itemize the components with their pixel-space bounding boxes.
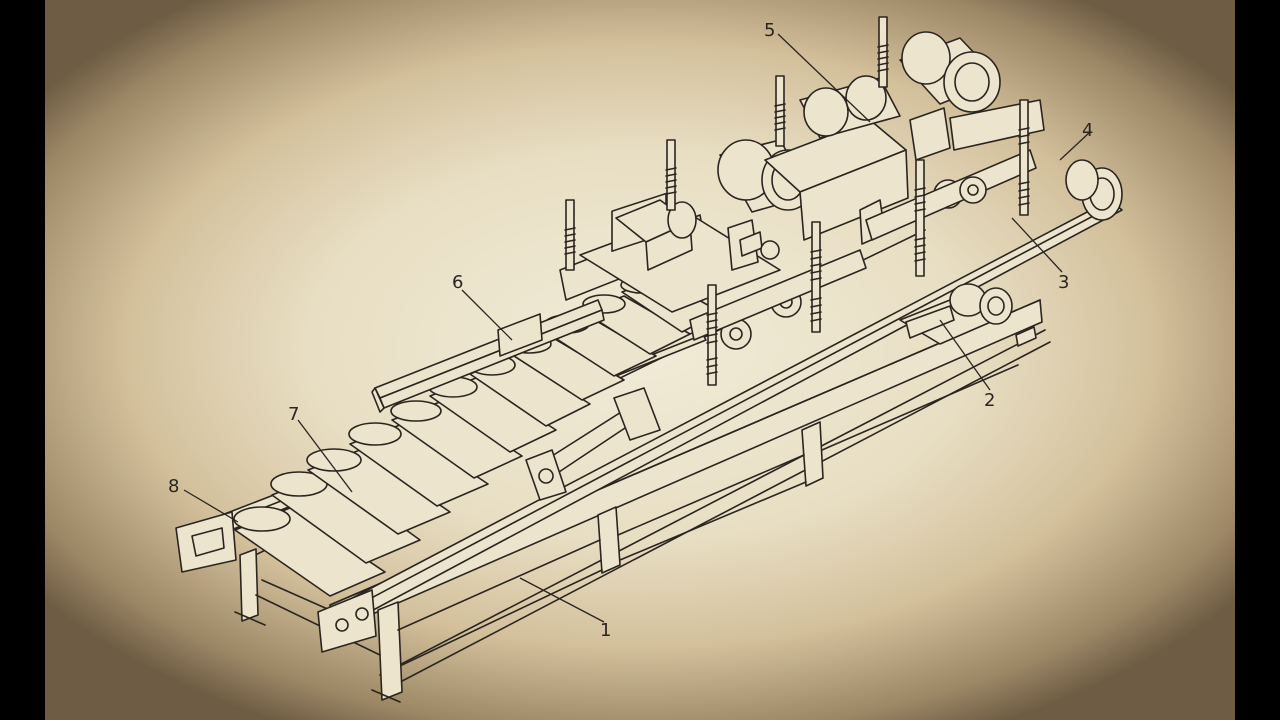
callout-labels: 1 2 3 4 5 6 7 8 bbox=[168, 20, 1093, 641]
drawing-stage: 1 2 3 4 5 6 7 8 bbox=[45, 0, 1235, 720]
saw-unit-2 bbox=[689, 119, 963, 341]
callout-8: 8 bbox=[168, 476, 179, 497]
callout-4: 4 bbox=[1082, 120, 1093, 141]
callout-leaders bbox=[183, 33, 1091, 623]
callout-5: 5 bbox=[764, 20, 775, 41]
lifting-screws bbox=[564, 16, 1030, 386]
letterbox-right bbox=[1235, 0, 1280, 720]
callout-3: 3 bbox=[1058, 272, 1069, 293]
callout-7: 7 bbox=[288, 404, 299, 425]
conveyor-machine-drawing: 1 2 3 4 5 6 7 8 bbox=[168, 16, 1123, 703]
saw-unit-3 bbox=[799, 31, 1045, 241]
side-guide bbox=[371, 299, 605, 413]
callout-1: 1 bbox=[600, 620, 611, 641]
callout-6: 6 bbox=[452, 272, 463, 293]
letterbox-left bbox=[0, 0, 45, 720]
drive-motor bbox=[899, 283, 1013, 345]
pressure-arm bbox=[525, 387, 661, 501]
callout-2: 2 bbox=[984, 390, 995, 411]
